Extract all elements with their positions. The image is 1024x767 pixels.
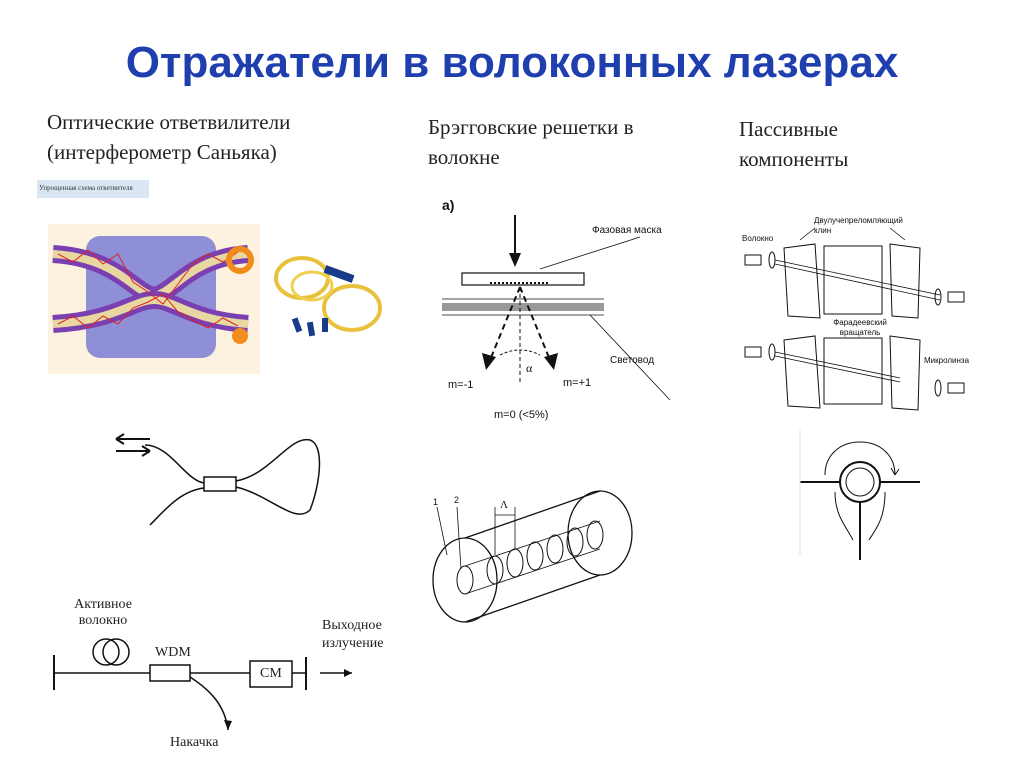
passive-heading: Пассивные компоненты [739,114,848,174]
coupler-caption-strip: Упрощенная схема ответвителя [37,180,149,198]
isolator-figure: Волокно Двулучепреломляющий клин Фарадее… [740,210,980,415]
output-spot [232,328,248,344]
cm-label: СМ [260,666,282,681]
microlens-label: Микролинза [924,356,970,365]
laser-scheme: Активное волокно WDM СМ Выходное излучен… [40,595,400,765]
wdm-label: WDM [155,645,191,660]
fiber-label-iso: Волокно [742,234,774,243]
couplers-heading-line2: (интерферометр Саньяка) [47,140,277,164]
panel-label: а) [442,197,455,213]
bragg-heading: Брэгговские решетки в волокне [428,112,634,172]
grating-cylinder: 1 2 Λ [425,485,640,630]
order-plus-label: m=+1 [563,377,592,389]
passive-heading-line2: компоненты [739,147,849,171]
wdm-box [149,664,191,682]
bragg-heading-line1: Брэгговские решетки в [428,115,634,139]
output-spot-ring [226,246,254,274]
fiber-coupler-photo [272,248,387,348]
output-label: Выходное излучение [322,618,384,651]
cylinder-label-2: 2 [454,495,460,505]
mask-label: Фазовая маска [592,225,662,236]
bragg-heading-line2: волокне [428,145,500,169]
wedge-label: Двулучепреломляющий клин [814,216,903,235]
faraday-label: Фарадеевский вращатель [833,318,887,337]
cylinder-label-1: 1 [433,497,439,507]
period-label: Λ [500,499,508,511]
coupler-caption: Упрощенная схема ответвителя [39,184,133,192]
circulator [795,430,925,565]
order-minus-label: m=-1 [448,379,474,391]
coupler-box [203,476,237,492]
fiber-label: Световод [610,355,655,366]
coupler-illustration [48,224,260,374]
passive-heading-line1: Пассивные [739,117,838,141]
sagnac-loop [110,425,325,535]
order-zero-label: m=0 (<5%) [494,409,549,421]
slide-title: Отражатели в волоконных лазерах [125,38,899,87]
phase-mask-figure: а) Фазовая маска Световод m=-1 m=+1 m=0 … [420,195,675,435]
angle-label: α [526,361,533,375]
couplers-heading: Оптические ответвилители (интерферометр … [47,107,290,167]
couplers-heading-line1: Оптические ответвилители [47,110,291,134]
pump-label: Накачка [170,735,219,750]
active-fiber-label: Активное волокно [74,597,132,628]
cm-box [249,660,293,688]
